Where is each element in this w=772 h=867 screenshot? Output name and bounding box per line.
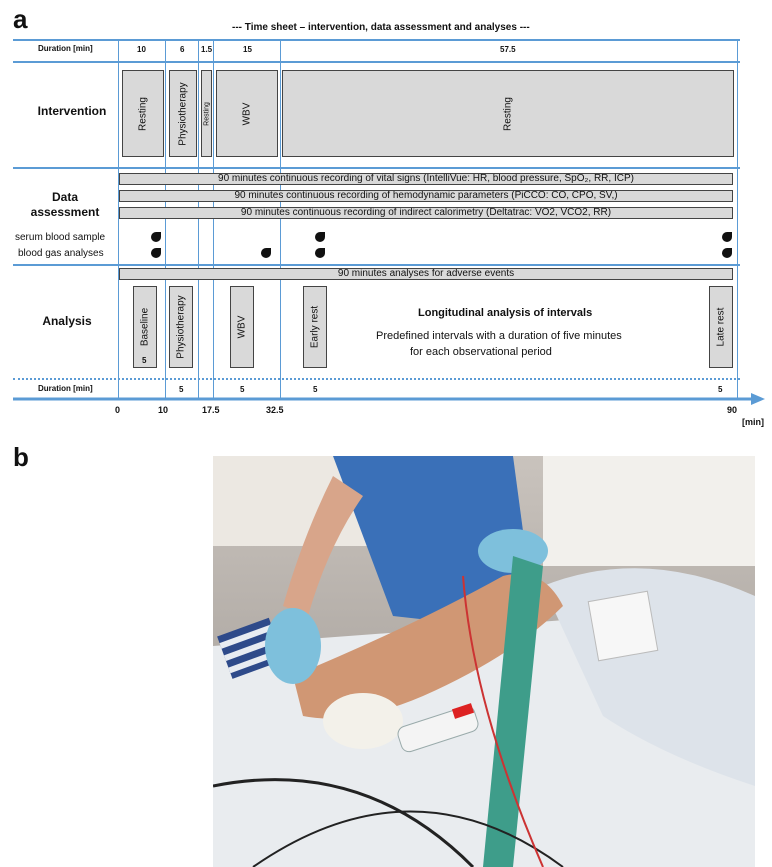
section-intervention: Intervention xyxy=(37,104,107,118)
duration-bottom-late: 5 xyxy=(718,385,723,394)
patient-photo xyxy=(213,456,755,867)
divider-analysis-dotted xyxy=(13,378,740,380)
axis-unit: [min] xyxy=(742,417,764,427)
duration-10: 10 xyxy=(137,45,146,54)
axis-tick-90: 90 xyxy=(727,405,738,415)
intervention-resting-3: Resting xyxy=(282,70,734,157)
drop-serum-32 xyxy=(315,232,325,242)
analysis-physiotherapy: Physiotherapy xyxy=(169,286,193,368)
analysis-baseline-label: Baseline xyxy=(139,307,151,347)
time-line-16 xyxy=(198,39,199,399)
duration-57-5: 57.5 xyxy=(500,45,516,54)
intervention-resting-3-label: Resting xyxy=(502,96,514,131)
intervention-resting-1-label: Resting xyxy=(137,96,149,131)
analysis-wbv: WBV xyxy=(230,286,254,368)
divider-top xyxy=(13,39,740,41)
drop-gas-32 xyxy=(315,248,325,258)
time-line-90 xyxy=(737,39,738,399)
patient-photo-illustration xyxy=(213,456,755,867)
analysis-late-rest: Late rest xyxy=(709,286,733,368)
analysis-early-rest: Early rest xyxy=(303,286,327,368)
analysis-desc-1: Predefined intervals with a duration of … xyxy=(376,330,622,342)
intervention-resting-2: Resting xyxy=(201,70,212,157)
axis-tick-17-5: 17.5 xyxy=(202,405,220,415)
divider-data xyxy=(13,264,740,266)
drop-gas-wbv xyxy=(261,248,271,258)
axis-tick-0: 0 xyxy=(115,405,121,415)
duration-bottom-physio: 5 xyxy=(179,385,184,394)
section-data-assessment: Data assessment xyxy=(30,190,100,219)
bar-adverse-events: 90 minutes analyses for adverse events xyxy=(119,268,733,280)
row-blood-gas: blood gas analyses xyxy=(18,248,104,259)
drop-gas-90 xyxy=(722,248,732,258)
time-sheet-title: --- Time sheet – intervention, data asse… xyxy=(232,22,530,33)
drop-gas-0 xyxy=(151,248,161,258)
duration-bottom-wbv: 5 xyxy=(240,385,245,394)
time-line-10 xyxy=(165,39,166,399)
row-serum-blood-sample: serum blood sample xyxy=(15,232,106,243)
analysis-baseline: Baseline xyxy=(133,286,157,368)
analysis-wbv-label: WBV xyxy=(236,315,248,339)
analysis-title: Longitudinal analysis of intervals xyxy=(418,307,593,319)
duration-bottom-early: 5 xyxy=(313,385,318,394)
intervention-resting-1: Resting xyxy=(122,70,164,157)
panel-b-letter: b xyxy=(13,442,29,472)
duration-label-bottom: Duration [min] xyxy=(38,384,93,393)
analysis-physiotherapy-label: Physiotherapy xyxy=(175,295,187,359)
duration-1-5: 1.5 xyxy=(201,45,213,54)
divider-duration xyxy=(13,61,740,63)
divider-intervention xyxy=(13,167,740,169)
time-line-0 xyxy=(118,39,119,399)
intervention-resting-2-label: Resting xyxy=(203,101,210,126)
time-line-17-5 xyxy=(213,39,214,399)
axis-tick-32-5: 32.5 xyxy=(266,405,284,415)
time-line-32-5 xyxy=(280,39,281,399)
analysis-desc-2: for each observational period xyxy=(410,346,552,358)
bar-vital-signs: 90 minutes continuous recording of vital… xyxy=(119,173,733,185)
intervention-physiotherapy: Physiotherapy xyxy=(169,70,197,157)
drop-serum-90 xyxy=(722,232,732,242)
time-axis-arrow xyxy=(13,393,765,405)
intervention-wbv: WBV xyxy=(216,70,278,157)
bar-calorimetry: 90 minutes continuous recording of indir… xyxy=(119,207,733,219)
duration-bottom-baseline: 5 xyxy=(142,356,147,365)
panel-a-letter: a xyxy=(13,4,28,34)
intervention-physiotherapy-label: Physiotherapy xyxy=(177,81,189,146)
bar-hemodynamic: 90 minutes continuous recording of hemod… xyxy=(119,190,733,202)
section-analysis: Analysis xyxy=(42,314,92,328)
drop-serum-0 xyxy=(151,232,161,242)
axis-tick-10: 10 xyxy=(158,405,169,415)
analysis-early-rest-label: Early rest xyxy=(309,305,321,349)
analysis-late-rest-label: Late rest xyxy=(715,307,727,347)
duration-6: 6 xyxy=(180,45,185,54)
duration-label-top: Duration [min] xyxy=(38,44,93,53)
intervention-wbv-label: WBV xyxy=(241,102,253,125)
duration-15: 15 xyxy=(243,45,252,54)
